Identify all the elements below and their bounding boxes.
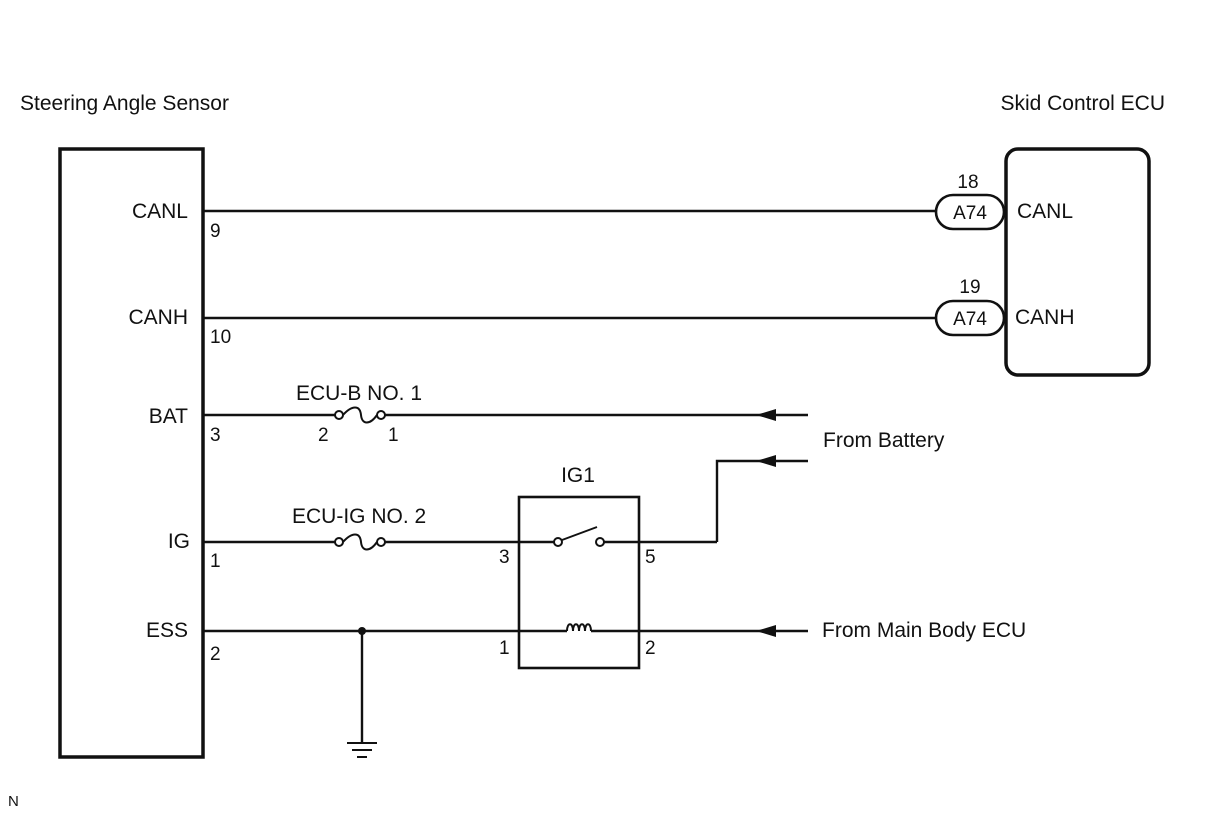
ecu-pin-19: 19: [959, 277, 980, 298]
ecu-pin-18: 18: [957, 172, 978, 193]
fuse-ecu-b-pin-right: 1: [388, 425, 399, 446]
sensor-pin-3: 3: [210, 425, 221, 446]
connector-a74-canh: A74: [934, 299, 1006, 337]
fuse-ecu-b-pin-left: 2: [318, 425, 329, 446]
relay-coil-symbol: [566, 623, 592, 632]
sensor-terminal-bat: BAT: [149, 405, 188, 428]
relay-ig1-box: [517, 495, 641, 670]
sensor-pin-2: 2: [210, 644, 221, 665]
relay-switch-symbol: [553, 526, 605, 547]
ecu-terminal-canh: CANH: [1015, 306, 1075, 329]
corner-mark: N: [8, 793, 19, 810]
fuse-ecu-b-symbol: [334, 406, 386, 424]
relay-pin-3: 3: [499, 547, 510, 568]
bat-arrow: [756, 409, 776, 421]
connector-label-canh: A74: [953, 309, 987, 330]
sensor-terminal-canh: CANH: [128, 306, 188, 329]
sensor-pin-10: 10: [210, 327, 231, 348]
steering-angle-sensor-title: Steering Angle Sensor: [20, 92, 229, 115]
sensor-terminal-ig: IG: [168, 530, 190, 553]
skid-control-ecu-box: [1004, 147, 1151, 377]
sensor-terminal-canl: CANL: [132, 200, 188, 223]
fuse-ecu-b-label: ECU-B NO. 1: [296, 382, 422, 405]
connector-label-canl: A74: [953, 203, 987, 224]
main-body-ecu-arrow: [756, 625, 776, 637]
ig-feed-arrow: [756, 455, 776, 467]
relay-pin-1: 1: [499, 638, 510, 659]
relay-ig1-title: IG1: [561, 464, 595, 487]
relay-pin-2: 2: [645, 638, 656, 659]
skid-control-ecu-title: Skid Control ECU: [1000, 92, 1165, 115]
sensor-pin-1: 1: [210, 551, 221, 572]
fuse-ecu-ig-symbol: [334, 533, 386, 551]
from-battery-label: From Battery: [823, 429, 945, 452]
ground-icon: [347, 742, 377, 758]
battery-feed-wire: [715, 459, 808, 542]
ecu-terminal-canl: CANL: [1017, 200, 1073, 223]
sensor-terminal-ess: ESS: [146, 619, 188, 642]
fuse-ecu-ig-label: ECU-IG NO. 2: [292, 505, 426, 528]
from-main-body-ecu-label: From Main Body ECU: [822, 619, 1026, 642]
connector-a74-canl: A74: [934, 193, 1006, 231]
relay-pin-5: 5: [645, 547, 656, 568]
sensor-pin-9: 9: [210, 221, 221, 242]
steering-angle-sensor-box: [58, 147, 205, 759]
